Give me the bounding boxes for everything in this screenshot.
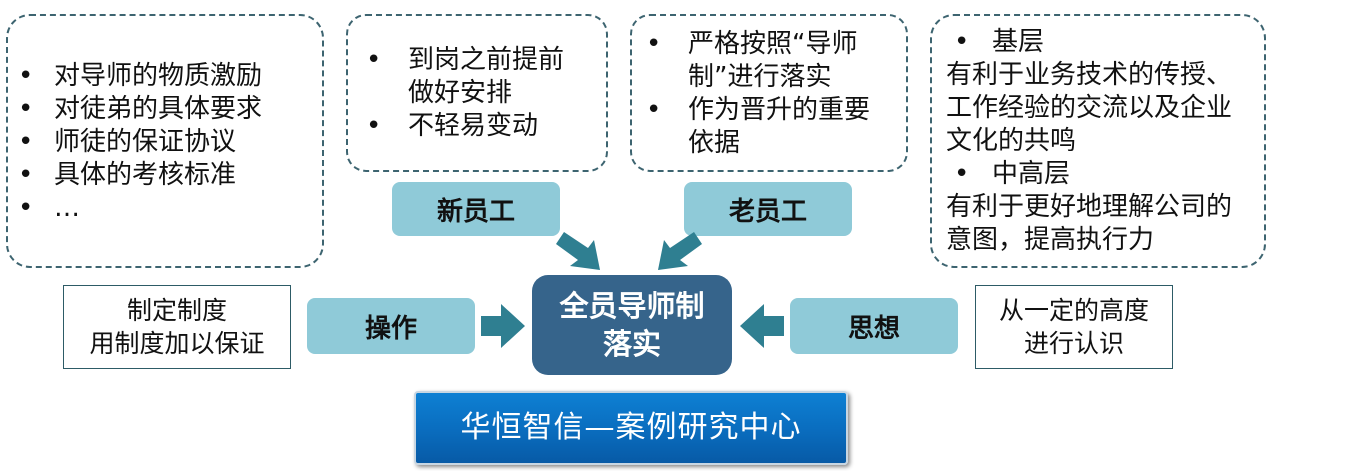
arrow-down-right-icon [556,232,600,270]
operation-tag: 操作 [307,298,475,354]
arrow-right-icon [481,304,525,348]
level-senior: •中高层 [954,159,1071,189]
list-item: 对徒弟的具体要求 [8,93,322,126]
thought-tag: 思想 [790,298,958,354]
level-basic-text: 文化的共鸣 [946,126,1077,156]
incentive-box: 对导师的物质激励 对徒弟的具体要求 师徒的保证协议 具体的考核标准 … [6,14,324,268]
list-item-continuation: 制”进行落实 [688,62,832,92]
left-note: 制定制度 用制度加以保证 [63,285,291,369]
right-note-line: 从一定的高度 [998,296,1149,325]
list-item: •到岗之前提前 [366,45,565,75]
center-box: 全员导师制 落实 [532,275,732,375]
level-basic-text: 有利于业务技术的传授、 [946,60,1233,90]
source-banner: 华恒智信—案例研究中心 [414,391,848,465]
list-item: •作为晋升的重要 [646,95,871,125]
new-employee-tag: 新员工 [392,182,560,236]
list-item: … [8,192,322,225]
arrow-down-left-icon [658,232,702,270]
benefit-box: •基层 有利于业务技术的传授、 工作经验的交流以及企业 文化的共鸣 •中高层 有… [930,14,1266,268]
list-item: •不轻易变动 [366,111,539,141]
list-item: 具体的考核标准 [8,159,322,192]
center-subtitle: 落实 [602,327,661,361]
center-title: 全员导师制 [559,289,705,323]
incentive-list: 对导师的物质激励 对徒弟的具体要求 师徒的保证协议 具体的考核标准 … [8,60,322,225]
list-item: 对导师的物质激励 [8,60,322,93]
old-employee-tag: 老员工 [684,182,852,236]
level-senior-text: 意图，提高执行力 [946,225,1155,255]
left-note-line: 制定制度 [126,296,227,325]
list-item-continuation: 依据 [688,128,741,158]
list-item: •严格按照“导师 [646,29,858,59]
arrow-left-icon [740,304,784,348]
level-basic: •基层 [954,27,1045,57]
left-note-line: 用制度加以保证 [89,329,265,358]
level-senior-text: 有利于更好地理解公司的 [946,192,1233,222]
right-note-line: 进行认识 [1023,329,1124,358]
new-employee-box: •到岗之前提前 做好安排 •不轻易变动 [346,14,608,172]
list-item: 师徒的保证协议 [8,126,322,159]
right-note: 从一定的高度 进行认识 [975,285,1173,369]
old-employee-box: •严格按照“导师 制”进行落实 •作为晋升的重要 依据 [630,14,908,172]
level-basic-text: 工作经验的交流以及企业 [946,93,1233,123]
list-item-continuation: 做好安排 [408,78,513,108]
